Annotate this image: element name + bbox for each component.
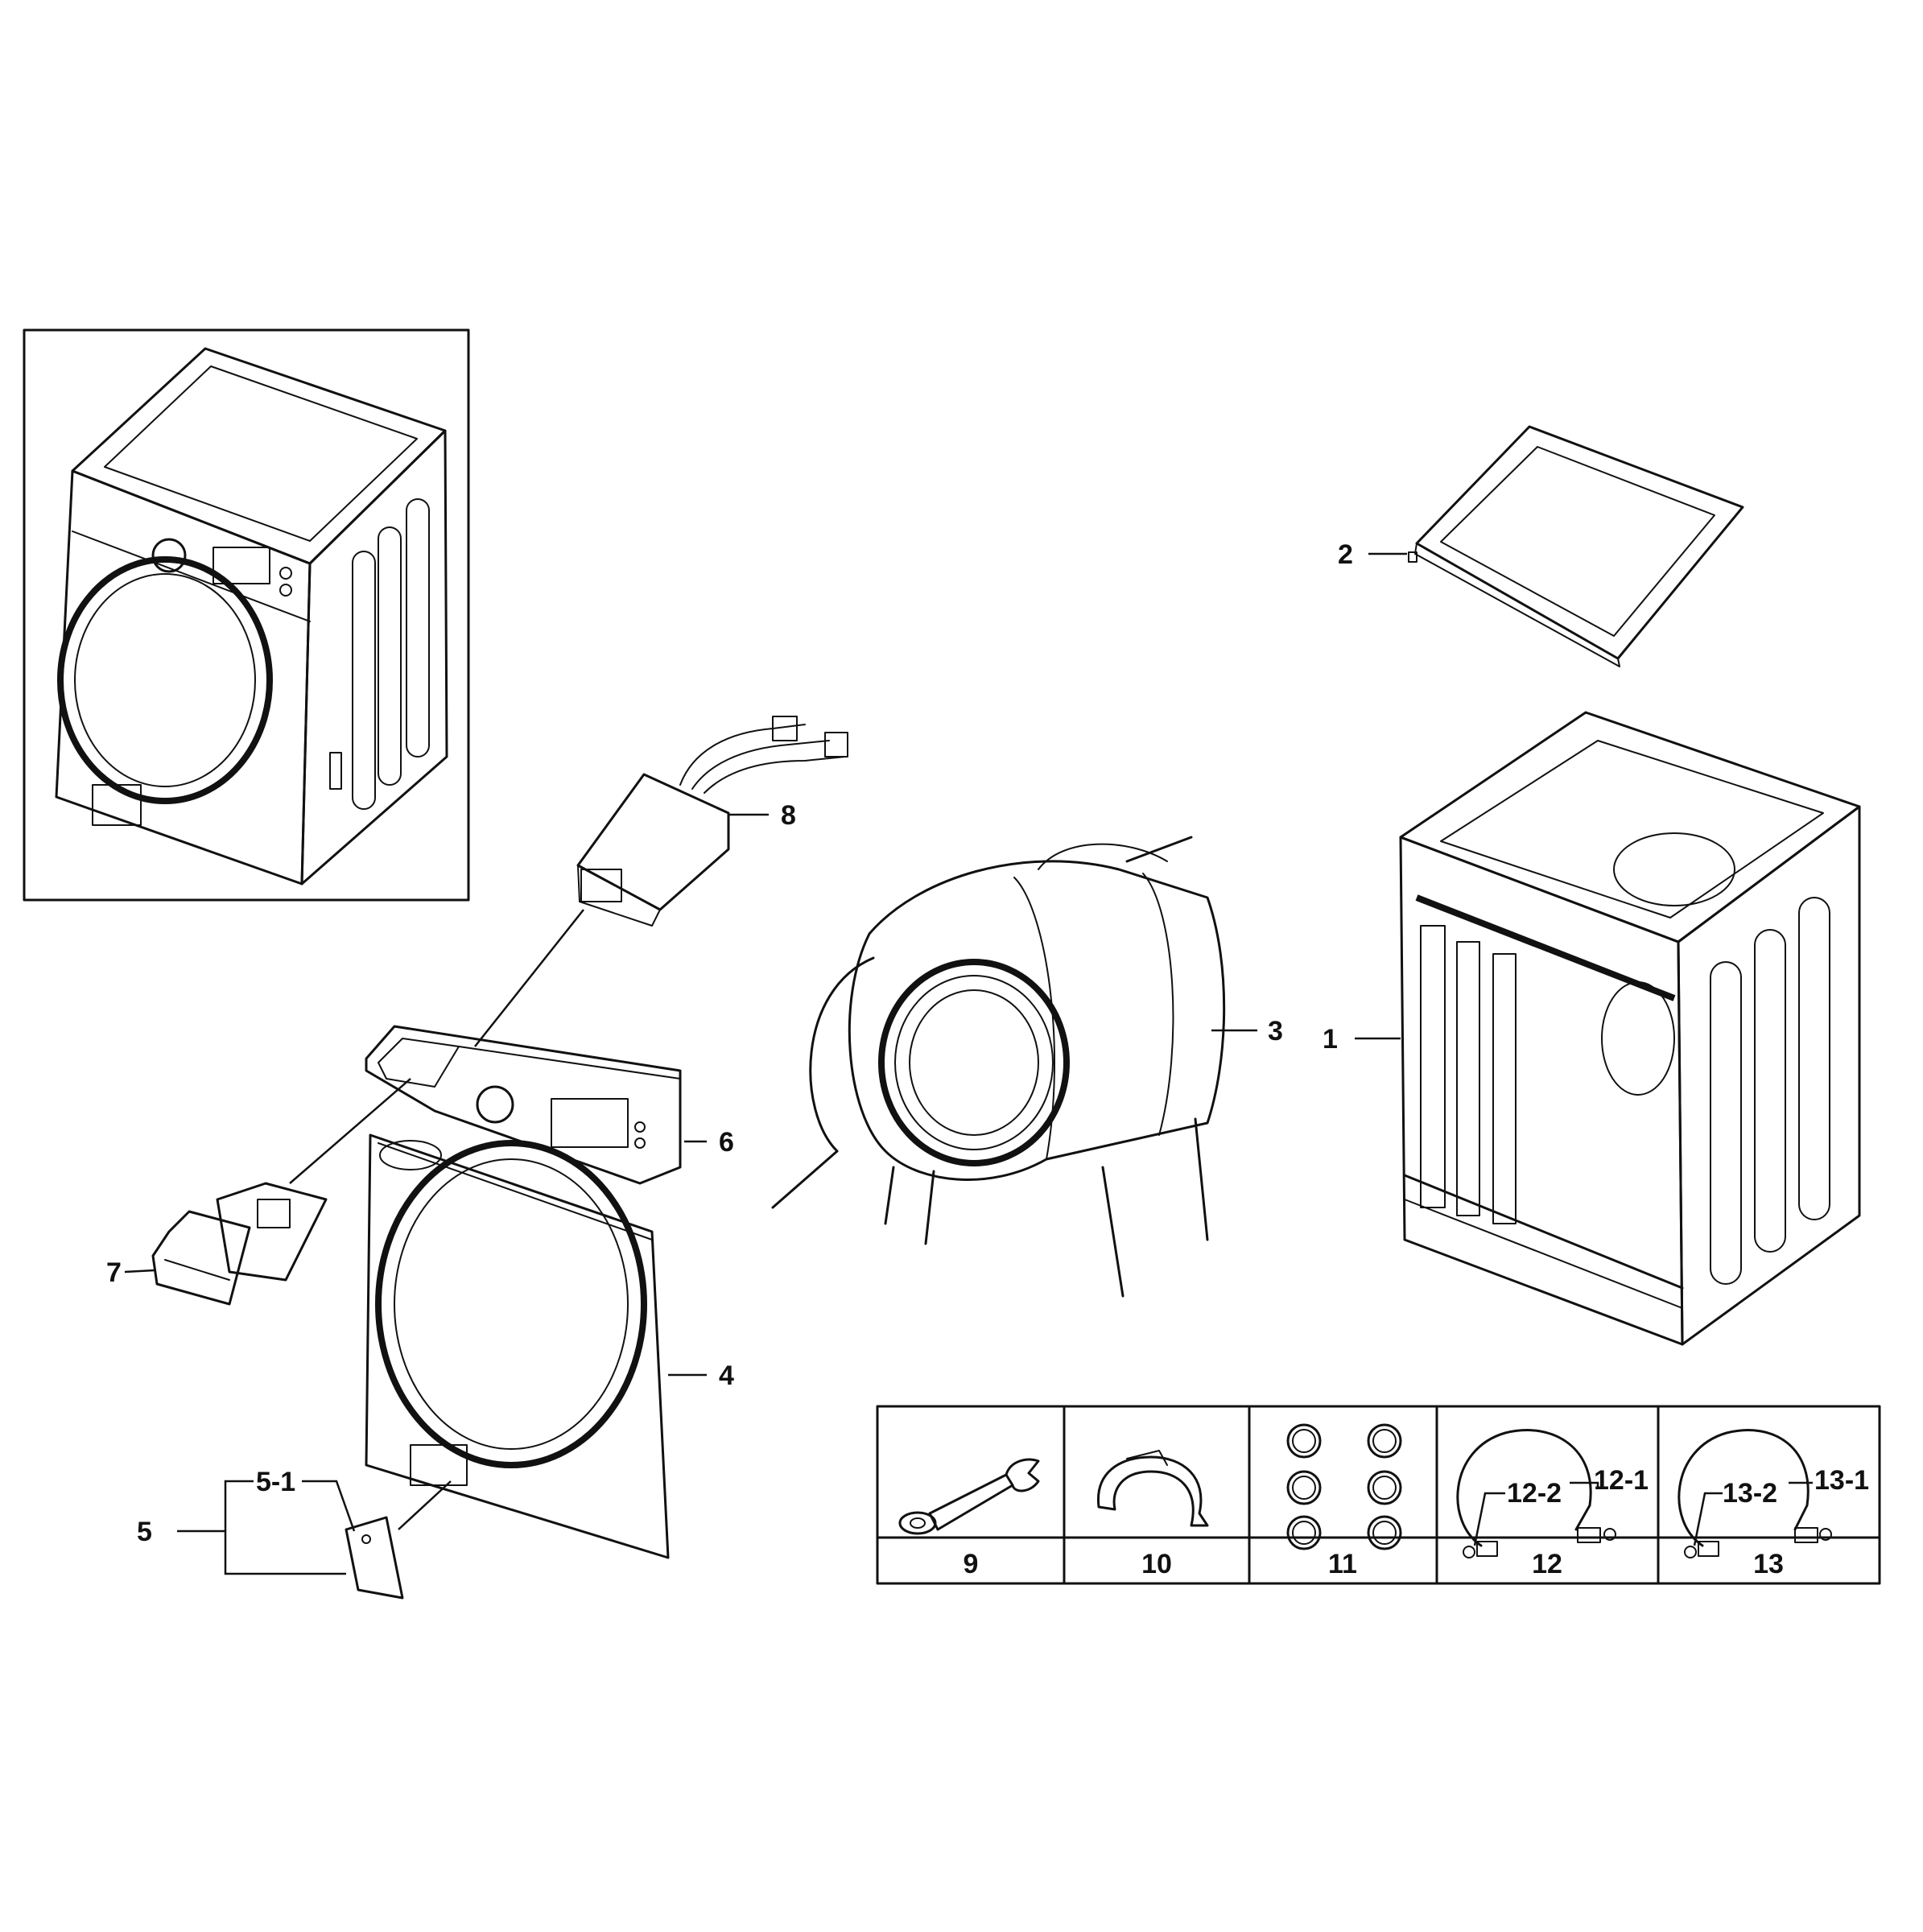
part-6-control-panel [365, 1025, 682, 1185]
part-11-caps [1286, 1423, 1402, 1550]
leader-line-5-to-4 [398, 1480, 452, 1530]
part-7-detergent-drawer [151, 1182, 328, 1306]
part-10-hose-clip [1096, 1450, 1209, 1527]
callout-3: 3 [1268, 1016, 1283, 1046]
part-9-wrench [898, 1458, 1040, 1535]
leader-line-6-to-7 [289, 1078, 411, 1184]
leader-line-12-1 [1570, 1481, 1599, 1489]
callout-12-2: 12-2 [1507, 1478, 1562, 1509]
leader-bracket-5-1 [224, 1480, 254, 1531]
callout-5: 5 [137, 1517, 152, 1547]
table-cell-9: 9 [964, 1549, 979, 1579]
table-cell-12: 12 [1532, 1549, 1562, 1579]
table-cell-10: 10 [1141, 1549, 1172, 1579]
callout-2: 2 [1338, 539, 1353, 570]
part-8-dispenser-housing [576, 716, 848, 927]
callout-13-1: 13-1 [1814, 1465, 1869, 1496]
leader-line-12-2 [1473, 1492, 1505, 1546]
part-12-inlet-hose [1456, 1429, 1616, 1558]
part-13-inlet-hose [1677, 1429, 1832, 1558]
callout-4: 4 [719, 1360, 734, 1391]
assembled-washer-inset [23, 328, 470, 902]
callout-1: 1 [1323, 1024, 1338, 1055]
leader-line-5-1 [302, 1480, 356, 1532]
callout-6: 6 [719, 1127, 734, 1158]
callout-13-2: 13-2 [1723, 1478, 1777, 1509]
part-2-top-cover [1408, 425, 1744, 667]
accessory-table [876, 1405, 1881, 1585]
callout-7: 7 [106, 1257, 122, 1288]
leader-line-8-to-6 [474, 909, 584, 1047]
part-3-drum-assembly [771, 836, 1226, 1298]
callout-5-1: 5-1 [256, 1467, 295, 1497]
part-4-front-panel [365, 1133, 670, 1559]
leader-line-13-2 [1693, 1492, 1723, 1546]
part-5-filter-cover [345, 1516, 404, 1600]
callout-12-1: 12-1 [1594, 1465, 1649, 1496]
leader-bracket-5 [177, 1530, 346, 1575]
callout-8: 8 [781, 800, 796, 831]
part-1-cabinet [1399, 711, 1861, 1346]
table-cell-13: 13 [1753, 1549, 1784, 1579]
table-cell-11: 11 [1328, 1549, 1357, 1579]
leader-line-7 [124, 1269, 155, 1274]
